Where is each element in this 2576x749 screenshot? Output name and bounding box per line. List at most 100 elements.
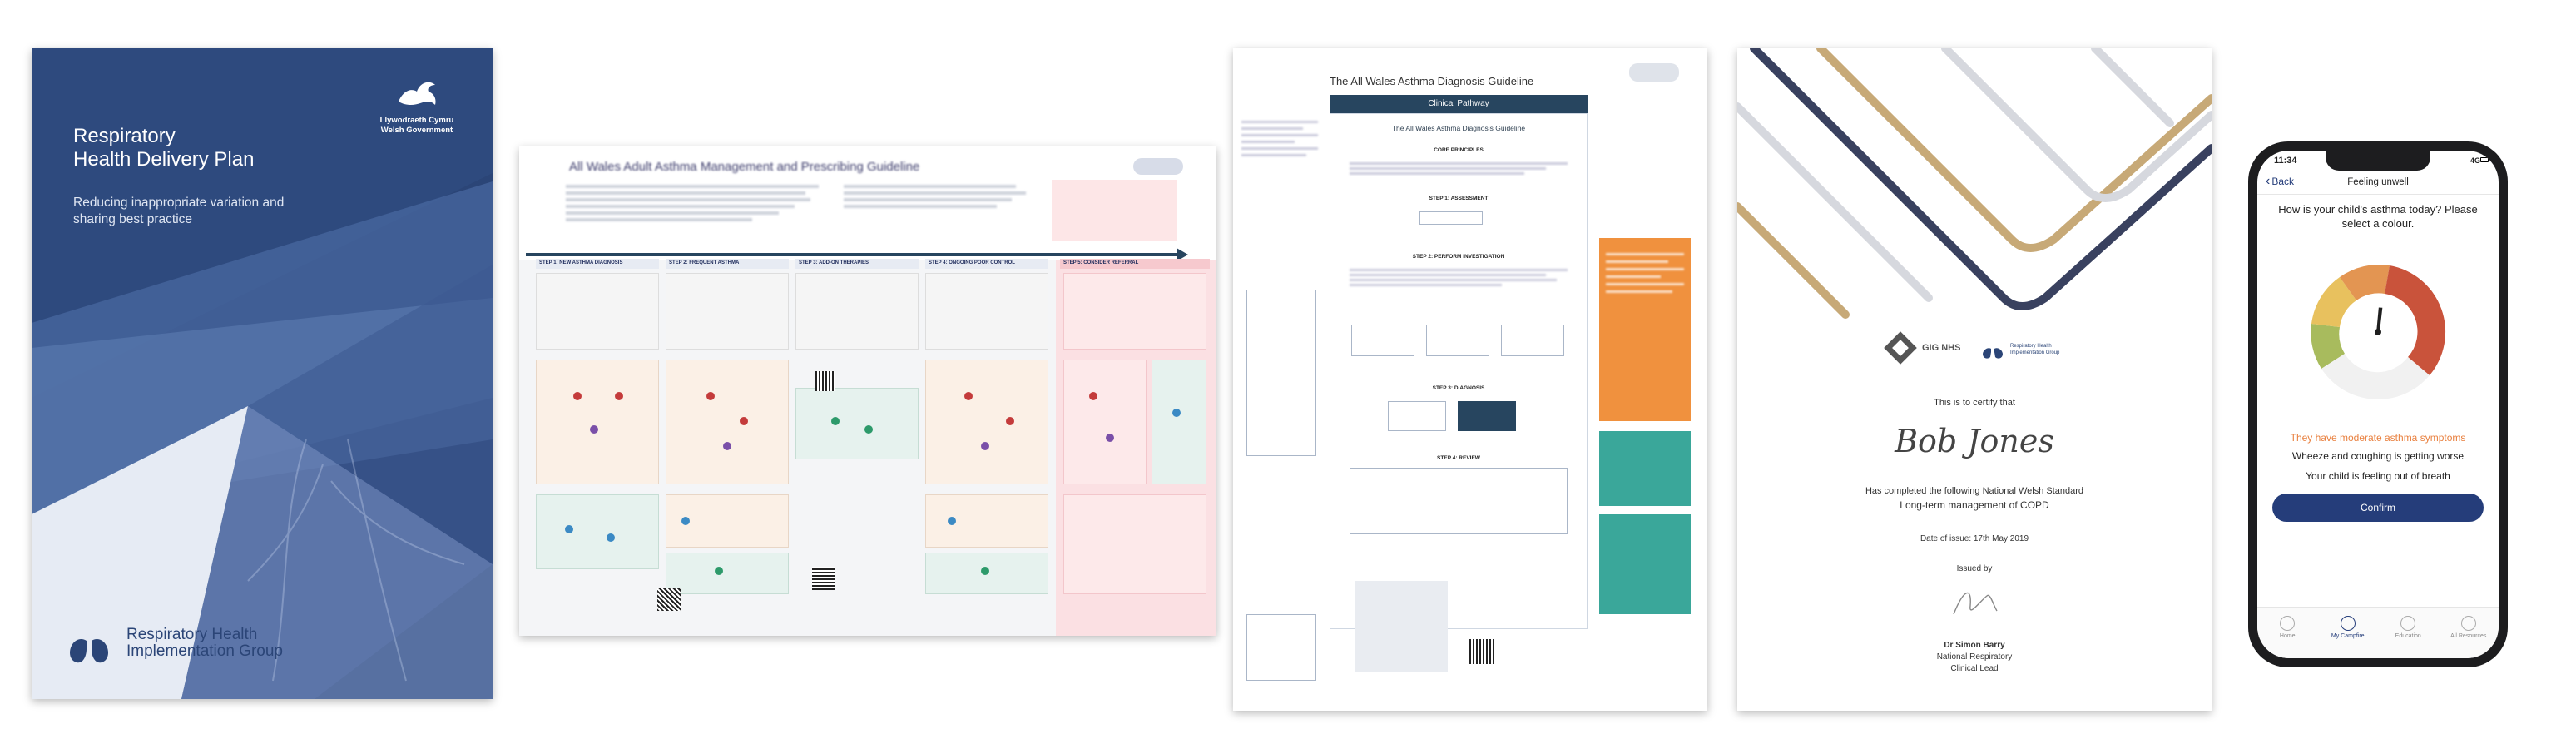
qr-code-icon — [812, 567, 835, 590]
pathway-box — [1330, 113, 1588, 629]
step3-card — [795, 273, 919, 350]
tab-all-resources[interactable]: All Resources — [2445, 616, 2492, 658]
certify-text: This is to certify that — [1934, 398, 2015, 408]
gauge-yellow-segment[interactable] — [2311, 277, 2356, 327]
step-column-5: STEP 5: CONSIDER REFERRAL — [1060, 259, 1210, 269]
intro-text-block — [566, 181, 832, 241]
screen-header: Feeling unwell — [2347, 177, 2409, 187]
step1-label: STEP 1: ASSESSMENT — [1429, 196, 1489, 201]
signer-role-2: Clinical Lead — [1950, 664, 1999, 673]
delivery-plan-cover: Llywodraeth Cymru Welsh Government Respi… — [32, 48, 493, 699]
pathway-arrow — [526, 253, 1183, 256]
qr-code-icon — [1469, 639, 1494, 664]
sidebar-box — [1246, 614, 1316, 681]
clinical-pathway-header: Clinical Pathway — [1330, 95, 1588, 113]
orange-panel-text — [1606, 248, 1684, 298]
back-label: Back — [2271, 176, 2295, 187]
arrow-head-icon — [1177, 248, 1188, 261]
completion-certificate: GIG NHS Respiratory Health Implementatio… — [1737, 48, 2212, 711]
phone-screen: 11:34 4G ‹ Back Feeling unwell How is yo… — [2257, 151, 2499, 658]
step2-label: STEP 2: PERFORM INVESTIGATION — [1412, 254, 1505, 260]
symptom-line-2: Your child is feeling out of breath — [2306, 470, 2450, 482]
qr-code-icon — [815, 371, 835, 391]
step-label: STEP 3: ADD-ON THERAPIES — [795, 259, 919, 269]
symptom-line-1: Wheeze and coughing is getting worse — [2291, 450, 2465, 462]
page-title: Respiratory Health Delivery Plan — [73, 125, 254, 171]
asthma-prescribing-guideline: All Wales Adult Asthma Management and Pr… — [519, 146, 1216, 636]
asthma-gauge[interactable] — [2295, 249, 2461, 415]
play-icon — [2400, 616, 2416, 631]
tab-my-campfire[interactable]: My Campfire — [2325, 616, 2371, 658]
welsh-government-logo: Llywodraeth Cymru Welsh Government — [371, 73, 463, 136]
confirm-button[interactable]: Confirm — [2272, 494, 2484, 522]
header-divider — [2257, 194, 2499, 195]
tab-label: My Campfire — [2331, 633, 2365, 639]
step4-card — [925, 273, 1048, 350]
step-label: STEP 2: FREQUENT ASTHMA — [666, 259, 789, 269]
red-flags-box — [1052, 180, 1177, 241]
phone-notch — [2326, 151, 2430, 171]
dragon-icon — [399, 82, 436, 105]
core-principles-label: CORE PRINCIPLES — [1434, 147, 1484, 153]
asthma-diagnosis-guideline: The All Wales Asthma Diagnosis Guideline… — [1233, 48, 1707, 711]
rhig-logo-text: Respiratory Health Implementation Group — [2010, 344, 2060, 355]
inhaler-group — [925, 494, 1048, 548]
investigation-text — [1350, 266, 1568, 289]
inhaler-group — [1152, 360, 1206, 484]
nhs-logo-text: GIG NHS — [1922, 343, 1961, 353]
gauge-red-segment[interactable] — [2385, 265, 2446, 375]
inhaler-group — [1063, 494, 1206, 594]
tab-bar: Home My Campfire Education All Resources — [2257, 607, 2499, 658]
battery-icon — [2480, 157, 2489, 162]
resources-icon — [2460, 616, 2476, 631]
investigation-box — [1426, 325, 1489, 356]
diagnosis-box-dark — [1458, 401, 1516, 431]
inhaler-icons — [565, 392, 1181, 575]
certificate-decoration — [1737, 48, 2212, 319]
status-time: 11:34 — [2274, 156, 2297, 166]
inhaler-group — [666, 360, 789, 484]
signer-role-1: National Respiratory — [1936, 652, 2013, 662]
step-label: STEP 4: ONGOING POOR CONTROL — [925, 259, 1048, 269]
step-label: STEP 1: NEW ASTHMA DIAGNOSIS — [536, 259, 659, 269]
rhig-logo: Respiratory Health Implementation Group — [1980, 331, 2080, 368]
question-text: How is your child's asthma today? Please… — [2278, 203, 2478, 230]
assessment-box — [1419, 211, 1483, 225]
left-sidebar-text — [1241, 117, 1318, 161]
teal-info-panel — [1599, 514, 1691, 614]
inhaler-group — [795, 388, 919, 459]
result-text: They have moderate asthma symptoms — [2290, 432, 2466, 444]
gauge-needle — [2376, 307, 2383, 335]
qr-code-icon — [657, 588, 681, 611]
inhaler-group — [666, 553, 789, 594]
signature-graphic — [1953, 592, 1998, 615]
chevron-left-icon: ‹ — [2266, 174, 2271, 188]
guideline-title: All Wales Adult Asthma Management and Pr… — [569, 160, 920, 174]
gauge-amber-segment[interactable] — [2340, 264, 2390, 300]
inner-title: The All Wales Asthma Diagnosis Guideline — [1391, 124, 1526, 132]
home-icon — [2280, 616, 2296, 631]
recipient-name: Bob Jones — [1895, 423, 2054, 459]
lungs-icon — [70, 624, 108, 663]
tab-label: All Resources — [2450, 633, 2487, 639]
gauge-empty-segment — [2321, 354, 2430, 399]
tab-education[interactable]: Education — [2385, 616, 2431, 658]
title-line-2: Health Delivery Plan — [73, 148, 255, 171]
subtitle: Reducing inappropriate variation and sha… — [73, 196, 285, 226]
gauge-green-segment[interactable] — [2311, 324, 2345, 369]
step-label: STEP 5: CONSIDER REFERRAL — [1060, 259, 1210, 269]
tab-home[interactable]: Home — [2264, 616, 2311, 658]
nhs-logo — [1629, 63, 1679, 82]
tab-label: Education — [2395, 633, 2421, 639]
inhaler-group — [536, 360, 659, 484]
group-name: Respiratory Health Implementation Group — [126, 626, 283, 660]
status-network: 4G — [2469, 156, 2480, 165]
investigation-box — [1501, 325, 1564, 356]
step1-card — [536, 273, 659, 350]
step-column-3: STEP 3: ADD-ON THERAPIES — [795, 259, 919, 269]
nhs-emblem-icon — [1884, 331, 1917, 365]
phone-mockup: 11:34 4G ‹ Back Feeling unwell How is yo… — [2248, 141, 2508, 667]
notes-box — [1355, 581, 1448, 672]
back-button[interactable]: ‹ Back — [2266, 174, 2295, 188]
signer-name: Dr Simon Barry — [1944, 641, 2005, 650]
